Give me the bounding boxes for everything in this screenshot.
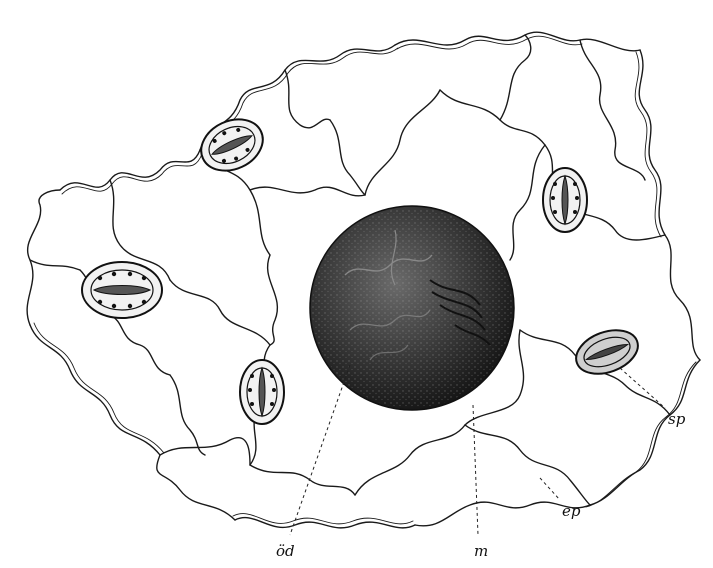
leader-ep — [540, 478, 560, 500]
label-ep: ep — [562, 502, 581, 520]
leader-sp — [620, 368, 665, 408]
stoma-2 — [82, 262, 162, 318]
leader-m — [473, 405, 478, 535]
leader-lines — [290, 365, 665, 535]
stoma-5 — [570, 322, 644, 381]
stoma-1 — [193, 110, 271, 181]
leader-oil-body — [290, 365, 350, 535]
stoma-3 — [240, 360, 284, 424]
stoma-4 — [543, 168, 587, 232]
label-sp: sp — [668, 410, 686, 428]
label-m: m — [474, 542, 488, 560]
oil-body — [310, 206, 514, 410]
label-oil-body: öd — [276, 542, 295, 560]
